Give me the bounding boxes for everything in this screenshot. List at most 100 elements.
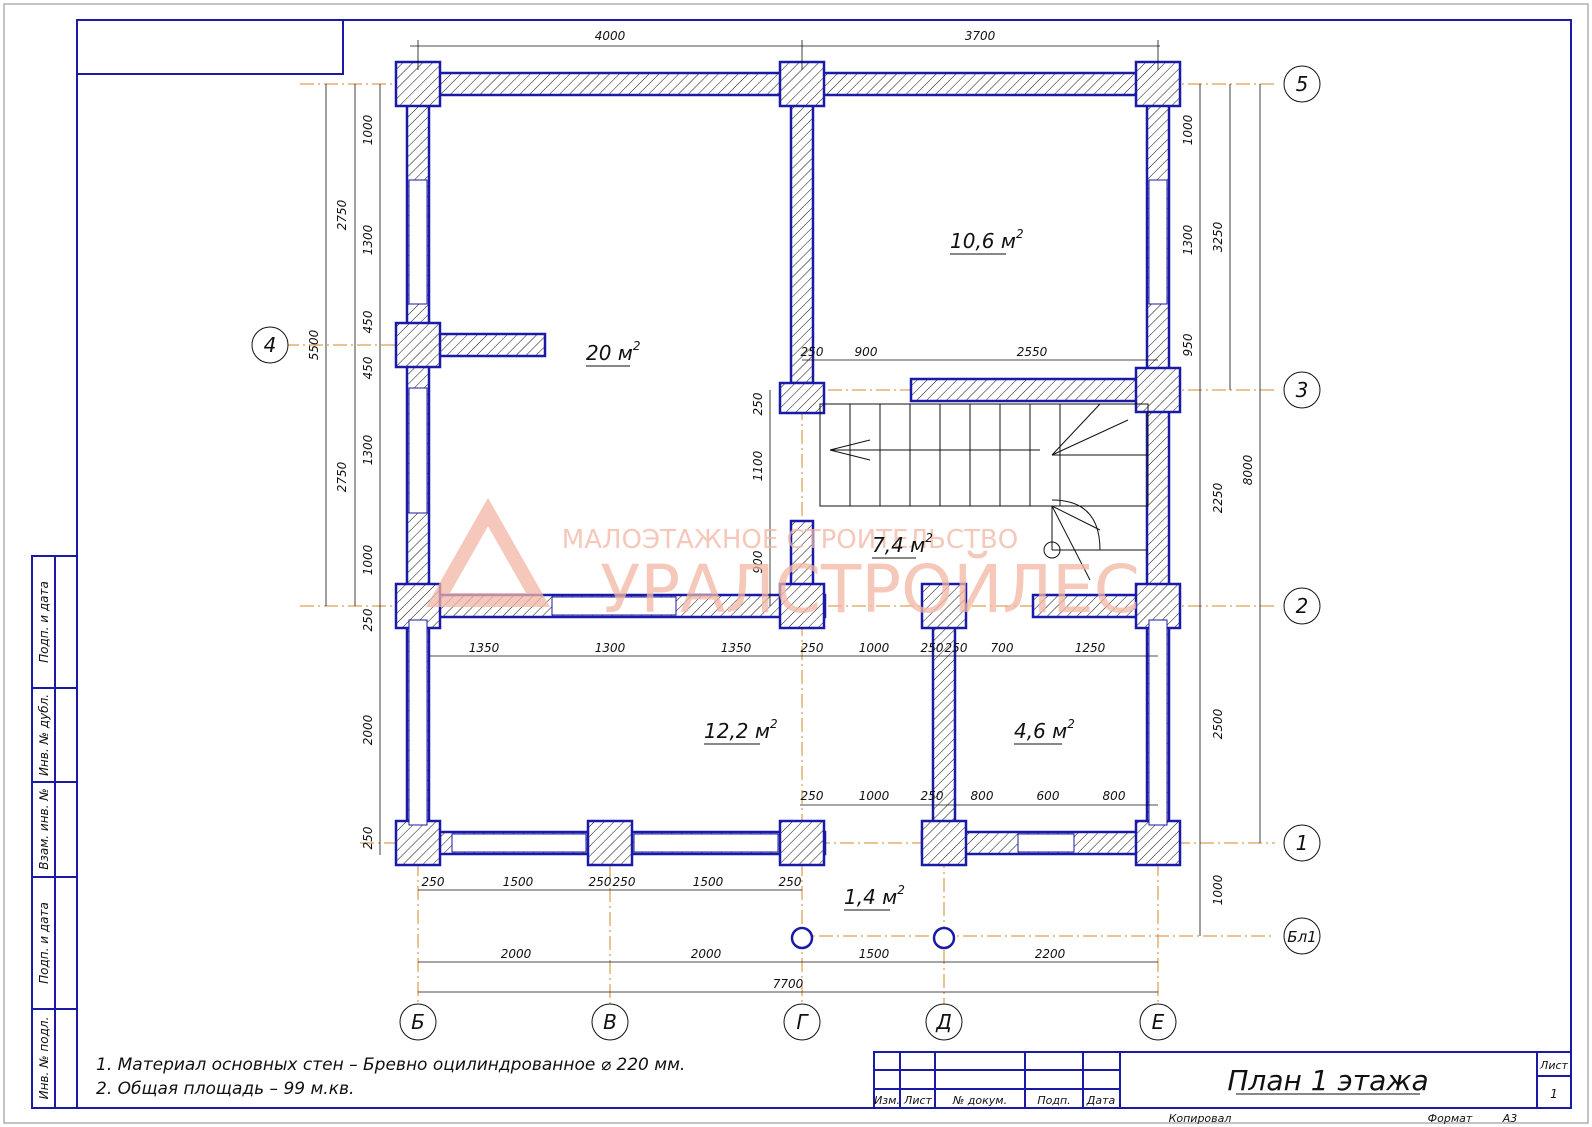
dim-mid-row: 1300: [595, 641, 626, 655]
axis-label-row: 3: [1296, 378, 1309, 402]
dim-left: 250: [361, 608, 375, 631]
side-stamp-label: Подп. и дата: [37, 581, 51, 663]
format-value: А3: [1502, 1112, 1518, 1125]
dim-left-outer: 2750: [335, 461, 349, 492]
dim-right-outer: 2250: [1211, 482, 1225, 513]
room-area-bathroom: 4,6 м2: [1014, 717, 1075, 743]
wall-interior-upper: [789, 71, 815, 385]
sheet-outer-border: [3, 3, 1589, 1124]
dim-mid-row: 250: [921, 641, 944, 655]
dim-mid-row: 250: [801, 641, 824, 655]
dim-left-outer: 2750: [335, 199, 349, 230]
dim-low-row: 250: [921, 789, 944, 803]
dim-stair-left: 900: [751, 550, 765, 573]
axis-bubbles: [251, 65, 1321, 1041]
dim-stair-left: 250: [751, 392, 765, 415]
note-2: 2. Общая площадь – 99 м.кв.: [96, 1079, 354, 1099]
title-block: [873, 1051, 1572, 1109]
side-stamp-label: Инв. № дубл.: [37, 694, 51, 776]
dim-left: 2000: [361, 714, 375, 745]
axis-label-col: В: [603, 1010, 617, 1034]
dim-low-row: 600: [1037, 789, 1060, 803]
room-area-hall: 7,4 м2: [872, 531, 933, 557]
dimension-texts: 4000 3700 1000 1300 450 450 1300 1000 25…: [307, 29, 1255, 991]
dim-stair-left: 1100: [751, 450, 765, 481]
dim-top-2: 3700: [965, 29, 996, 43]
copied-label: Копировал: [1169, 1112, 1232, 1125]
dim-axis-row: 2000: [501, 947, 532, 961]
walls: [394, 60, 1182, 867]
dim-mid-row: 700: [991, 641, 1014, 655]
watermark-logo-icon: [425, 497, 551, 607]
drawing-title: План 1 этажа: [1227, 1064, 1428, 1097]
side-stamp-label: Взам. инв. №: [37, 788, 51, 869]
wall-stair-post: [778, 381, 826, 415]
dimension-lines: [325, 40, 1261, 993]
dim-left: 1000: [361, 544, 375, 575]
title-block-header: Дата: [1086, 1094, 1116, 1107]
dim-left: 450: [361, 356, 375, 379]
dim-axis-row: 2200: [1035, 947, 1066, 961]
axis-label-row: 1: [1296, 831, 1309, 855]
axis-label-row: 2: [1296, 594, 1309, 618]
room-area-living: 20 м2: [586, 339, 641, 365]
dim-porch-row: 1500: [503, 875, 534, 889]
dim-right: 1000: [1181, 114, 1195, 145]
dim-mid-row: 250: [945, 641, 968, 655]
dim-mid-row: 1250: [1075, 641, 1106, 655]
dim-left: 450: [361, 310, 375, 333]
dim-stair-top: 2550: [1017, 345, 1048, 359]
dim-right: 2500: [1211, 708, 1225, 739]
axis-label-col: Б: [411, 1010, 425, 1034]
axis-label-row: 5: [1296, 72, 1309, 96]
title-block-header: Подп.: [1037, 1094, 1070, 1107]
format-label: Формат: [1428, 1112, 1473, 1125]
wall-axis-3: [909, 377, 1171, 403]
side-stamp: [31, 555, 78, 1109]
dim-left: 1300: [361, 434, 375, 465]
dim-mid-row: 1000: [859, 641, 890, 655]
watermark-line-1: МАЛОЭТАЖНОЕ СТРОИТЕЛЬСТВО: [562, 525, 1018, 555]
dim-stair-top: 250: [801, 345, 824, 359]
dim-porch-row: 250: [422, 875, 445, 889]
room-area-kitchen: 12,2 м2: [704, 717, 778, 743]
dim-mid-row: 1350: [469, 641, 500, 655]
dim-axis-row: 2000: [691, 947, 722, 961]
dim-right: 950: [1181, 333, 1195, 356]
dim-left: 1300: [361, 224, 375, 255]
sheet-number: 1: [1550, 1087, 1558, 1101]
dim-total: 7700: [773, 977, 804, 991]
watermark-line-2: УРАЛСТРОЙЛЕС: [600, 550, 1140, 628]
dim-left-outer: 5500: [307, 329, 321, 360]
porch-posts: [790, 926, 956, 950]
dim-right-outer: 3250: [1211, 221, 1225, 252]
dim-right-outer: 8000: [1241, 454, 1255, 485]
corner-stamp: [76, 19, 344, 75]
room-area-bedroom: 10,6 м2: [950, 227, 1024, 253]
dim-mid-row: 1350: [721, 641, 752, 655]
sheet-label: Лист: [1539, 1059, 1568, 1072]
dim-axis-row: 1500: [859, 947, 890, 961]
axis-labels: 5 4 3 2 1 Бл1 Б В Г Д Е: [264, 72, 1317, 1034]
dim-right: 1300: [1181, 224, 1195, 255]
wall-axis-D: [931, 588, 957, 862]
dim-low-row: 800: [1103, 789, 1126, 803]
openings: [408, 179, 1168, 853]
dim-porch-row: 1500: [693, 875, 724, 889]
title-block-header: Лист: [903, 1094, 932, 1107]
watermark: МАЛОЭТАЖНОЕ СТРОИТЕЛЬСТВО УРАЛСТРОЙЛЕС: [425, 497, 1140, 628]
dim-porch-row: 250: [779, 875, 802, 889]
dim-low-row: 800: [971, 789, 994, 803]
title-block-header: № докум.: [952, 1094, 1007, 1107]
axis-label-row: Бл1: [1287, 928, 1316, 946]
axis-label-row: 4: [264, 333, 277, 357]
dim-top-1: 4000: [595, 29, 626, 43]
axis-label-col: Г: [796, 1010, 809, 1034]
dim-right: 1000: [1211, 874, 1225, 905]
dim-porch-row: 250: [613, 875, 636, 889]
dim-porch-row: 250: [589, 875, 612, 889]
side-stamp-label: Инв. № подл.: [37, 1017, 51, 1100]
room-areas: 20 м2 10,6 м2 7,4 м2 12,2 м2 4,6 м2 1,4 …: [586, 227, 1075, 911]
room-area-porch: 1,4 м2: [844, 883, 905, 909]
